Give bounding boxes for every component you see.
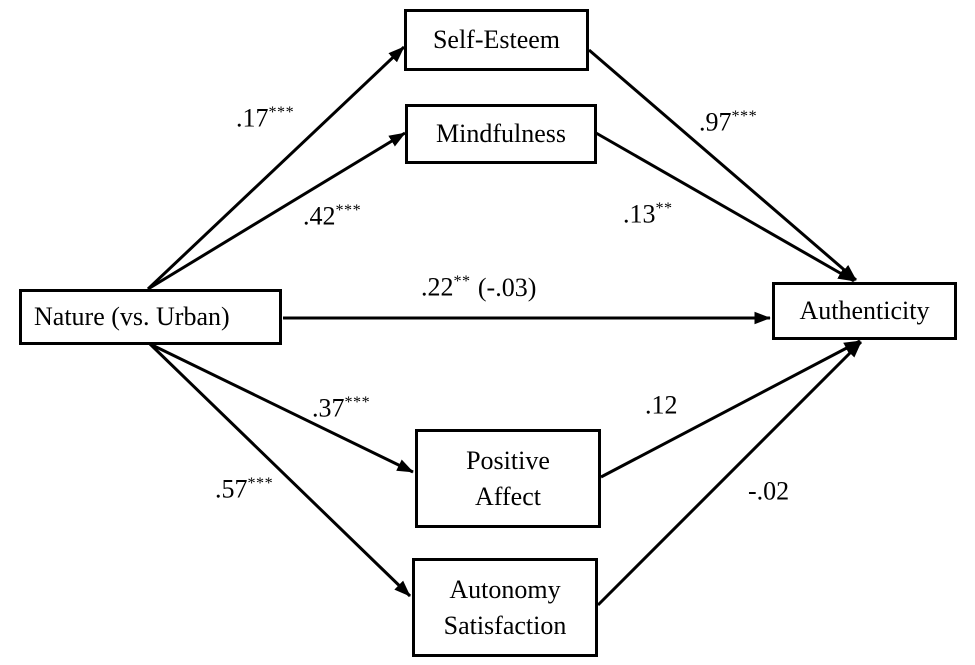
edge-label-nature-mindfulness: .42*** — [303, 202, 361, 231]
coefficient-value: .22 — [421, 272, 454, 302]
node-label-autonomy: Autonomy — [449, 575, 561, 605]
coefficient-value: -.02 — [748, 476, 790, 506]
node-autonomy-satisfaction: Autonomy Satisfaction — [412, 558, 598, 657]
significance-stars: *** — [731, 108, 758, 125]
coefficient-value: .42 — [303, 201, 336, 231]
arrow-autonomy-satisfaction-authenticity — [596, 340, 863, 607]
edge-label-nature-self-esteem: .17*** — [236, 104, 294, 133]
coefficient-value: .13 — [623, 199, 656, 229]
arrow-nature-autonomy-satisfaction — [148, 342, 412, 598]
node-nature: Nature (vs. Urban) — [19, 289, 282, 345]
node-positive-affect: Positive Affect — [415, 429, 601, 528]
coefficient-value: .17 — [236, 103, 269, 133]
node-label-affect: Affect — [475, 481, 541, 511]
coefficient-value: .57 — [215, 474, 248, 504]
node-mindfulness: Mindfulness — [405, 104, 597, 164]
node-label-mindfulness: Mindfulness — [436, 119, 566, 149]
node-authenticity: Authenticity — [772, 282, 957, 340]
arrow-positive-affect-authenticity — [600, 339, 861, 479]
node-label-nature: Nature (vs. Urban) — [34, 302, 230, 332]
arrow-nature-self-esteem — [146, 45, 406, 291]
significance-stars: *** — [335, 202, 362, 219]
significance-stars: ** — [453, 273, 471, 290]
edge-label-mindfulness-authenticity: .13** — [623, 200, 673, 229]
node-label-self-esteem: Self-Esteem — [432, 25, 561, 55]
node-label-positive: Positive — [466, 446, 550, 476]
edge-label-self-esteem-authenticity: .97*** — [699, 108, 757, 137]
arrow-nature-mindfulness — [147, 131, 406, 291]
edge-label-nature-autonomy-satisfaction: .57*** — [215, 475, 273, 504]
indirect-coefficient: (-.03) — [477, 272, 537, 302]
significance-stars: *** — [268, 104, 295, 121]
node-self-esteem: Self-Esteem — [404, 9, 589, 71]
arrow-mindfulness-authenticity — [595, 131, 855, 283]
coefficient-value: .12 — [645, 390, 678, 420]
arrow-self-esteem-authenticity — [588, 48, 857, 282]
significance-stars: *** — [344, 394, 371, 411]
edge-label-positive-affect-authenticity: .12 — [645, 391, 678, 420]
arrow-nature-positive-affect — [149, 342, 414, 474]
edge-label-autonomy-satisfaction-authenticity: -.02 — [748, 477, 789, 506]
edge-label-nature-authenticity-direct: .22** (-.03) — [421, 273, 536, 302]
node-label-authenticity: Authenticity — [799, 296, 930, 326]
coefficient-value: .97 — [699, 107, 732, 137]
coefficient-value: .37 — [312, 393, 345, 423]
node-label-satisfaction: Satisfaction — [443, 610, 567, 640]
edge-label-nature-positive-affect: .37*** — [312, 394, 370, 423]
significance-stars: ** — [655, 200, 673, 217]
significance-stars: *** — [247, 475, 274, 492]
